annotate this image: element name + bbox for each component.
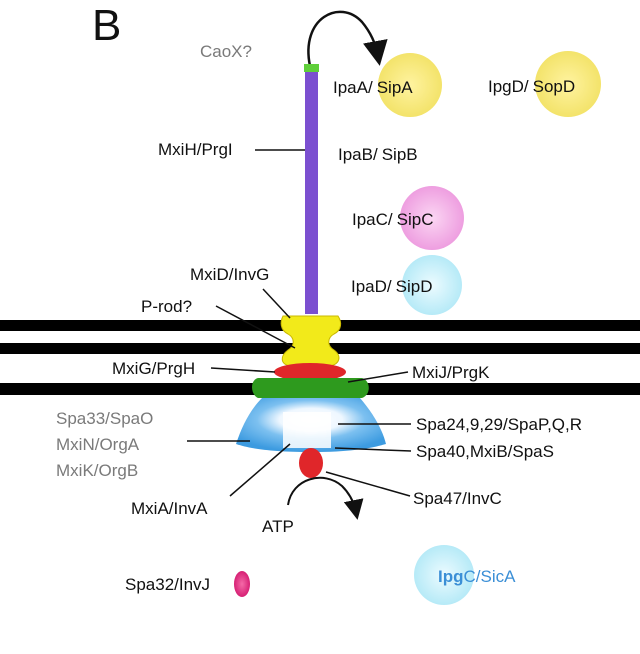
leader-prod: [215, 305, 296, 349]
label-mxih: MxiH/PrgI: [158, 140, 233, 159]
secretin-mxid: [280, 315, 342, 367]
label-spa32: Spa32/InvJ: [125, 575, 210, 594]
leader-lines: [187, 149, 412, 497]
label-ipaa: IpaA/SipA: [333, 78, 413, 97]
label-sipd: SipD: [396, 277, 433, 296]
label-mxin: MxiN/OrgA: [56, 435, 140, 454]
label-atp: ATP: [262, 517, 294, 536]
label-sopd: SopD: [533, 77, 576, 96]
panel-letter: B: [92, 1, 121, 50]
label-spa47: Spa47/InvC: [413, 489, 502, 508]
label-spa33: Spa33/SpaO: [56, 409, 153, 428]
label-spa40: Spa40,MxiB/SpaS: [416, 442, 554, 461]
sipd-blob: [402, 255, 462, 315]
label-ipgc: IpgC/SicA: [438, 567, 516, 586]
label-ipab: IpaB/SipB: [338, 145, 418, 164]
label-sipa: SipA: [377, 78, 414, 97]
sopd-blob: [535, 51, 601, 117]
leader-spa40: [334, 447, 412, 452]
sica-blob: [414, 545, 474, 605]
label-caox: CaoX?: [200, 42, 252, 61]
secretion-arrow: [307, 10, 388, 67]
invj-blob: [234, 571, 250, 597]
label-mxij: MxiJ/PrgK: [412, 363, 490, 382]
export-apparatus-spa24: [283, 412, 331, 448]
leader-mxid: [262, 288, 291, 319]
label-ipad: IpaD/SipD: [351, 277, 433, 296]
label-ipab-left: IpaB/: [338, 145, 378, 164]
label-mxik: MxiK/OrgB: [56, 461, 138, 480]
label-ipgd: IpgD/SopD: [488, 77, 575, 96]
leader-mxig: [210, 367, 276, 373]
leader-spa47: [325, 471, 411, 497]
label-ipaa-left: IpaA/: [333, 78, 373, 97]
label-sipc: SipC: [397, 210, 434, 229]
label-mxig: MxiG/PrgH: [112, 359, 195, 378]
label-mxia: MxiA/InvA: [131, 499, 208, 518]
label-ipgd-left: IpgD/: [488, 77, 529, 96]
label-ipgc-rest: C/SicA: [464, 567, 517, 586]
label-spa24: Spa24,9,29/SpaP,Q,R: [416, 415, 582, 434]
red-ring-mxig: [274, 363, 346, 381]
label-ipac: IpaC/SipC: [352, 210, 434, 229]
label-ipac-left: IpaC/: [352, 210, 393, 229]
label-prod: P-rod?: [141, 297, 192, 316]
label-sipb: SipB: [382, 145, 418, 164]
atpase-spa47: [299, 448, 323, 478]
sipa-blob: [378, 53, 442, 117]
atp-arrow: [287, 476, 364, 520]
leader-mxij: [347, 371, 409, 383]
needle-mxih: [305, 68, 318, 314]
label-mxid: MxiD/InvG: [190, 265, 269, 284]
leader-mxia: [229, 443, 291, 497]
sipc-blob: [400, 186, 464, 250]
green-ring-mxij: [252, 378, 369, 398]
label-ipgc-bold: Ipg: [438, 567, 464, 586]
label-ipad-left: IpaD/: [351, 277, 392, 296]
needle-tip-caox: [304, 64, 319, 72]
